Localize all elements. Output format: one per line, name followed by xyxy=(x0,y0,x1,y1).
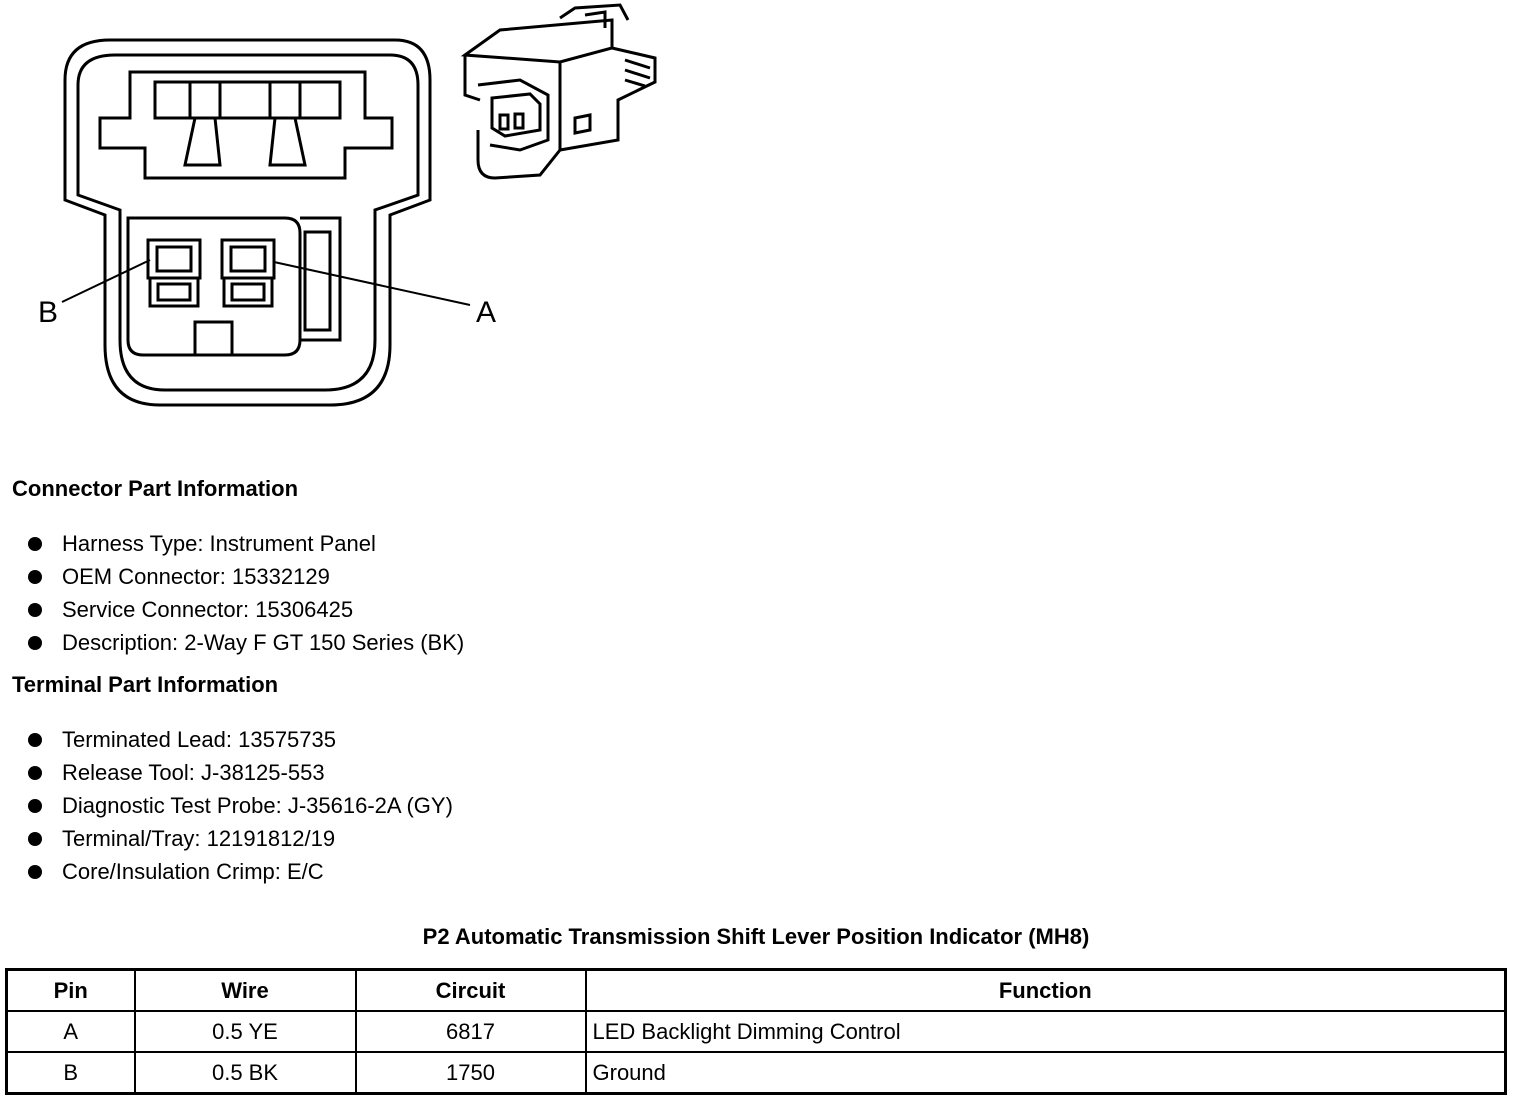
bullet-icon xyxy=(28,635,42,650)
pin-table: Pin Wire Circuit Function A 0.5 YE 6817 … xyxy=(5,968,1507,1095)
connector-info-list: Harness Type: Instrument Panel OEM Conne… xyxy=(28,527,464,659)
bullet-icon xyxy=(28,732,42,747)
list-item: Terminal/Tray: 12191812/19 xyxy=(28,822,453,855)
cell-circuit: 1750 xyxy=(354,1051,587,1095)
list-item: Terminated Lead: 13575735 xyxy=(28,723,453,756)
list-item: Harness Type: Instrument Panel xyxy=(28,527,464,560)
latch-body xyxy=(98,70,394,180)
pin-label-a: A xyxy=(476,296,496,329)
terminal-cavity xyxy=(126,216,302,357)
table-row: B 0.5 BK 1750 Ground xyxy=(5,1051,1507,1095)
connector-info-heading: Connector Part Information xyxy=(12,476,299,501)
terminal-a xyxy=(220,238,276,308)
list-item: Core/Insulation Crimp: E/C xyxy=(28,855,453,888)
column-header-pin: Pin xyxy=(5,968,136,1012)
connector-isometric-sketch xyxy=(460,3,657,180)
bullet-icon xyxy=(28,831,42,846)
list-item: Description: 2-Way F GT 150 Series (BK) xyxy=(28,626,464,659)
cell-wire: 0.5 BK xyxy=(133,1051,357,1095)
list-item: Service Connector: 15306425 xyxy=(28,593,464,626)
terminal-b xyxy=(146,238,202,308)
table-header-row: Pin Wire Circuit Function xyxy=(5,968,1507,1012)
table-row: A 0.5 YE 6817 LED Backlight Dimming Cont… xyxy=(5,1010,1507,1053)
terminal-info-list: Terminated Lead: 13575735 Release Tool: … xyxy=(28,723,453,888)
list-item: OEM Connector: 15332129 xyxy=(28,560,464,593)
connector-diagram: B A xyxy=(38,3,657,407)
connector-outer-shell xyxy=(63,38,432,407)
bullet-icon xyxy=(28,798,42,813)
column-header-circuit: Circuit xyxy=(354,968,587,1012)
bullet-icon xyxy=(28,536,42,551)
list-item: Diagnostic Test Probe: J-35616-2A (GY) xyxy=(28,789,453,822)
list-item: Release Tool: J-38125-553 xyxy=(28,756,453,789)
cell-circuit: 6817 xyxy=(354,1010,587,1053)
leader-line-a xyxy=(273,261,471,306)
pin-label-b: B xyxy=(38,296,58,329)
pin-table-title: P2 Automatic Transmission Shift Lever Po… xyxy=(422,924,1090,949)
terminal-info-heading: Terminal Part Information xyxy=(12,672,279,697)
bullet-icon xyxy=(28,569,42,584)
cell-pin: B xyxy=(5,1051,136,1095)
cell-pin: A xyxy=(5,1010,136,1053)
cell-function: Ground xyxy=(584,1051,1507,1095)
bullet-icon xyxy=(28,765,42,780)
connector-inner-shell xyxy=(76,53,420,392)
bullet-icon xyxy=(28,602,42,617)
bullet-icon xyxy=(28,864,42,879)
cell-wire: 0.5 YE xyxy=(133,1010,357,1053)
leader-line-b xyxy=(61,259,151,303)
column-header-function: Function xyxy=(584,968,1507,1012)
cell-function: LED Backlight Dimming Control xyxy=(584,1010,1507,1053)
column-header-wire: Wire xyxy=(133,968,357,1012)
